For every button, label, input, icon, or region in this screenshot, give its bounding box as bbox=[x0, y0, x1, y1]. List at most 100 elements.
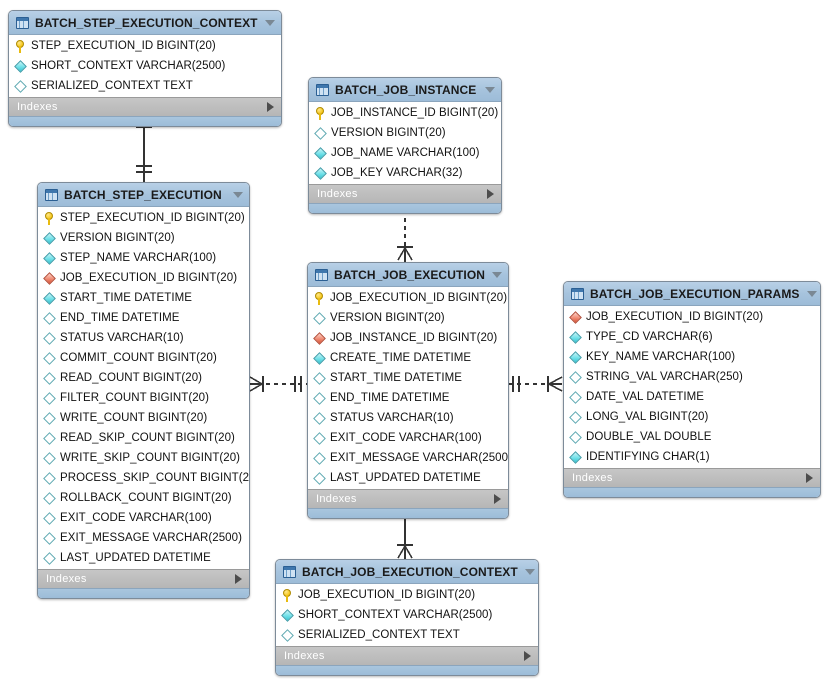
chevron-right-icon[interactable] bbox=[806, 473, 813, 483]
column-row[interactable]: WRITE_SKIP_COUNT BIGINT(20) bbox=[38, 448, 249, 468]
column-label: JOB_INSTANCE_ID BIGINT(20) bbox=[331, 107, 499, 119]
column-row[interactable]: SHORT_CONTEXT VARCHAR(2500) bbox=[276, 605, 538, 625]
chevron-down-icon[interactable] bbox=[485, 86, 495, 93]
chevron-right-icon[interactable] bbox=[267, 102, 274, 112]
column-row[interactable]: EXIT_MESSAGE VARCHAR(2500) bbox=[38, 528, 249, 548]
column-row[interactable]: STEP_NAME VARCHAR(100) bbox=[38, 248, 249, 268]
chevron-down-icon[interactable] bbox=[524, 568, 535, 575]
column-row[interactable]: JOB_INSTANCE_ID BIGINT(20) bbox=[308, 328, 508, 348]
column-row[interactable]: WRITE_COUNT BIGINT(20) bbox=[38, 408, 249, 428]
column-row[interactable]: STATUS VARCHAR(10) bbox=[38, 328, 249, 348]
column-row[interactable]: DOUBLE_VAL DOUBLE bbox=[564, 427, 820, 447]
column-row[interactable]: PROCESS_SKIP_COUNT BIGINT(20) bbox=[38, 468, 249, 488]
column-row[interactable]: LAST_UPDATED DATETIME bbox=[38, 548, 249, 568]
indexes-section-toggle[interactable]: Indexes bbox=[276, 646, 538, 665]
column-row[interactable]: ROLLBACK_COUNT BIGINT(20) bbox=[38, 488, 249, 508]
entity-header[interactable]: BATCH_JOB_EXECUTION_PARAMS bbox=[564, 282, 820, 306]
chevron-down-icon[interactable] bbox=[233, 191, 243, 198]
nullable-column-icon bbox=[569, 370, 582, 384]
column-label: JOB_EXECUTION_ID BIGINT(20) bbox=[60, 272, 238, 284]
column-row[interactable]: START_TIME DATETIME bbox=[38, 288, 249, 308]
column-row[interactable]: EXIT_CODE VARCHAR(100) bbox=[308, 428, 508, 448]
column-row[interactable]: JOB_INSTANCE_ID BIGINT(20) bbox=[309, 103, 501, 123]
column-row[interactable]: JOB_EXECUTION_ID BIGINT(20) bbox=[38, 268, 249, 288]
foreign-key-icon bbox=[313, 331, 326, 345]
column-row[interactable]: LAST_UPDATED DATETIME bbox=[308, 468, 508, 488]
column-row[interactable]: JOB_KEY VARCHAR(32) bbox=[309, 163, 501, 183]
chevron-down-icon[interactable] bbox=[265, 19, 275, 26]
not-null-column-icon bbox=[14, 59, 27, 73]
column-row[interactable]: CREATE_TIME DATETIME bbox=[308, 348, 508, 368]
column-row[interactable]: EXIT_CODE VARCHAR(100) bbox=[38, 508, 249, 528]
indexes-section-toggle[interactable]: Indexes bbox=[38, 569, 249, 588]
chevron-right-icon[interactable] bbox=[524, 651, 531, 661]
column-label: LAST_UPDATED DATETIME bbox=[60, 552, 211, 564]
column-row[interactable]: TYPE_CD VARCHAR(6) bbox=[564, 327, 820, 347]
column-row[interactable]: STEP_EXECUTION_ID BIGINT(20) bbox=[38, 208, 249, 228]
table-icon bbox=[571, 287, 584, 300]
column-row[interactable]: STEP_EXECUTION_ID BIGINT(20) bbox=[9, 36, 281, 56]
column-label: JOB_INSTANCE_ID BIGINT(20) bbox=[330, 332, 498, 344]
chevron-right-icon[interactable] bbox=[487, 189, 494, 199]
column-row[interactable]: END_TIME DATETIME bbox=[308, 388, 508, 408]
column-label: WRITE_COUNT BIGINT(20) bbox=[60, 412, 208, 424]
column-label: VERSION BIGINT(20) bbox=[330, 312, 445, 324]
entity-header[interactable]: BATCH_JOB_EXECUTION_CONTEXT bbox=[276, 560, 538, 584]
nullable-column-icon bbox=[281, 628, 294, 642]
primary-key-icon bbox=[15, 39, 26, 53]
column-row[interactable]: JOB_EXECUTION_ID BIGINT(20) bbox=[276, 585, 538, 605]
indexes-section-toggle[interactable]: Indexes bbox=[308, 489, 508, 508]
column-row[interactable]: FILTER_COUNT BIGINT(20) bbox=[38, 388, 249, 408]
indexes-section-toggle[interactable]: Indexes bbox=[309, 184, 501, 203]
column-row[interactable]: IDENTIFYING CHAR(1) bbox=[564, 447, 820, 467]
column-row[interactable]: VERSION BIGINT(20) bbox=[38, 228, 249, 248]
column-row[interactable]: READ_SKIP_COUNT BIGINT(20) bbox=[38, 428, 249, 448]
column-row[interactable]: STATUS VARCHAR(10) bbox=[308, 408, 508, 428]
column-label: PROCESS_SKIP_COUNT BIGINT(20) bbox=[60, 472, 250, 484]
nullable-column-icon bbox=[43, 371, 56, 385]
column-row[interactable]: SERIALIZED_CONTEXT TEXT bbox=[9, 76, 281, 96]
entity-header[interactable]: BATCH_STEP_EXECUTION_CONTEXT bbox=[9, 11, 281, 35]
chevron-right-icon[interactable] bbox=[494, 494, 501, 504]
column-list: JOB_EXECUTION_ID BIGINT(20)TYPE_CD VARCH… bbox=[564, 306, 820, 468]
entity-header[interactable]: BATCH_JOB_INSTANCE bbox=[309, 78, 501, 102]
column-row[interactable]: KEY_NAME VARCHAR(100) bbox=[564, 347, 820, 367]
column-row[interactable]: EXIT_MESSAGE VARCHAR(2500) bbox=[308, 448, 508, 468]
column-row[interactable]: JOB_EXECUTION_ID BIGINT(20) bbox=[308, 288, 508, 308]
chevron-down-icon[interactable] bbox=[806, 290, 817, 297]
column-label: FILTER_COUNT BIGINT(20) bbox=[60, 392, 209, 404]
indexes-label: Indexes bbox=[284, 650, 325, 662]
column-row[interactable]: DATE_VAL DATETIME bbox=[564, 387, 820, 407]
column-row[interactable]: SHORT_CONTEXT VARCHAR(2500) bbox=[9, 56, 281, 76]
column-row[interactable]: COMMIT_COUNT BIGINT(20) bbox=[38, 348, 249, 368]
not-null-column-icon bbox=[43, 291, 56, 305]
entity-header[interactable]: BATCH_JOB_EXECUTION bbox=[308, 263, 508, 287]
column-row[interactable]: SERIALIZED_CONTEXT TEXT bbox=[276, 625, 538, 645]
column-label: STRING_VAL VARCHAR(250) bbox=[586, 371, 743, 383]
column-row[interactable]: LONG_VAL BIGINT(20) bbox=[564, 407, 820, 427]
column-row[interactable]: JOB_EXECUTION_ID BIGINT(20) bbox=[564, 307, 820, 327]
column-row[interactable]: STRING_VAL VARCHAR(250) bbox=[564, 367, 820, 387]
entity-header[interactable]: BATCH_STEP_EXECUTION bbox=[38, 183, 249, 207]
column-row[interactable]: START_TIME DATETIME bbox=[308, 368, 508, 388]
column-row[interactable]: JOB_NAME VARCHAR(100) bbox=[309, 143, 501, 163]
chevron-right-icon[interactable] bbox=[235, 574, 242, 584]
entity-table-batch-job-instance[interactable]: BATCH_JOB_INSTANCE JOB_INSTANCE_ID BIGINT… bbox=[308, 77, 502, 214]
column-row[interactable]: READ_COUNT BIGINT(20) bbox=[38, 368, 249, 388]
column-list: JOB_EXECUTION_ID BIGINT(20) VERSION BIGIN… bbox=[308, 287, 508, 489]
column-row[interactable]: END_TIME DATETIME bbox=[38, 308, 249, 328]
column-label: EXIT_CODE VARCHAR(100) bbox=[330, 432, 482, 444]
nullable-column-icon bbox=[569, 410, 582, 424]
chevron-down-icon[interactable] bbox=[492, 271, 503, 278]
indexes-section-toggle[interactable]: Indexes bbox=[564, 468, 820, 487]
indexes-section-toggle[interactable]: Indexes bbox=[9, 97, 281, 116]
column-row[interactable]: VERSION BIGINT(20) bbox=[309, 123, 501, 143]
column-row[interactable]: VERSION BIGINT(20) bbox=[308, 308, 508, 328]
